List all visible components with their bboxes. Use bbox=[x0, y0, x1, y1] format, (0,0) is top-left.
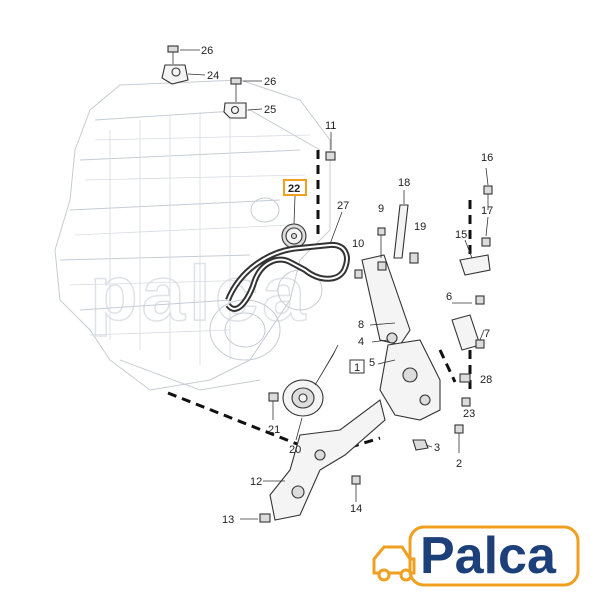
bolt-2 bbox=[454, 424, 464, 453]
drive-belt-27 bbox=[225, 241, 350, 312]
bolt-14 bbox=[351, 475, 361, 502]
bolt-10 bbox=[354, 269, 363, 279]
callout-2: 2 bbox=[456, 458, 462, 470]
bolt-26-top bbox=[167, 45, 179, 64]
rod-18 bbox=[393, 204, 409, 259]
callout-18: 18 bbox=[398, 177, 410, 189]
callout-9: 9 bbox=[378, 203, 384, 215]
callout-16: 16 bbox=[481, 152, 493, 164]
bracket-24 bbox=[161, 64, 189, 85]
leader-lines bbox=[180, 49, 489, 520]
callout-26a: 26 bbox=[201, 45, 213, 57]
bolt-19 bbox=[409, 252, 419, 264]
bolt-13 bbox=[259, 513, 271, 523]
callout-13: 13 bbox=[222, 514, 234, 526]
callout-8: 8 bbox=[358, 319, 364, 331]
callout-10: 10 bbox=[352, 238, 364, 250]
bolt-11 bbox=[325, 151, 336, 161]
bolt-23 bbox=[461, 397, 471, 407]
callout-28: 28 bbox=[480, 374, 492, 386]
callout-15: 15 bbox=[455, 229, 467, 241]
callout-26b: 26 bbox=[264, 76, 276, 88]
callout-5: 5 bbox=[369, 357, 375, 369]
logo-text: Palca bbox=[420, 527, 557, 585]
callout-27: 27 bbox=[337, 200, 349, 212]
lower-bracket-12 bbox=[269, 399, 386, 521]
car-icon bbox=[372, 545, 416, 582]
bolt-26-second bbox=[230, 77, 242, 102]
callout-6: 6 bbox=[446, 291, 452, 303]
callout-22: 22 bbox=[288, 183, 300, 195]
callout-7: 7 bbox=[484, 328, 490, 340]
callout-25: 25 bbox=[264, 104, 276, 116]
bracket-25 bbox=[223, 102, 247, 119]
callout-1: 1 bbox=[354, 362, 360, 374]
callout-19: 19 bbox=[414, 221, 426, 233]
nut-4 bbox=[386, 332, 398, 344]
callout-4: 4 bbox=[358, 336, 364, 348]
callout-20: 20 bbox=[289, 444, 301, 456]
idler-pulley-22 bbox=[281, 223, 307, 249]
callout-11: 11 bbox=[325, 120, 336, 132]
callout-21: 21 bbox=[268, 424, 280, 436]
bracket-15 bbox=[459, 254, 491, 276]
callout-17: 17 bbox=[481, 205, 493, 217]
callout-12: 12 bbox=[250, 476, 262, 488]
highlight-box-22 bbox=[283, 179, 307, 196]
belt-tensioner-20 bbox=[282, 344, 339, 417]
callout-labels: 26 24 26 25 11 22 27 18 9 10 19 16 17 15… bbox=[201, 45, 493, 526]
main-bracket-5 bbox=[379, 339, 441, 421]
bolt-21 bbox=[268, 392, 279, 420]
callout-23: 23 bbox=[463, 408, 475, 420]
bracket-28 bbox=[459, 373, 471, 383]
nut-3 bbox=[412, 439, 429, 451]
callout-14: 14 bbox=[350, 503, 362, 515]
bolt-16 bbox=[483, 185, 493, 210]
callout-3: 3 bbox=[434, 442, 440, 454]
palca-logo: Palca bbox=[372, 525, 580, 587]
bolt-9 bbox=[377, 227, 386, 258]
callout-24: 24 bbox=[207, 70, 219, 82]
callout-box-1 bbox=[349, 359, 365, 374]
bolt-17 bbox=[481, 237, 491, 247]
logo-frame bbox=[408, 525, 580, 587]
bolt-7 bbox=[475, 339, 485, 349]
support-arm-8 bbox=[361, 254, 411, 346]
